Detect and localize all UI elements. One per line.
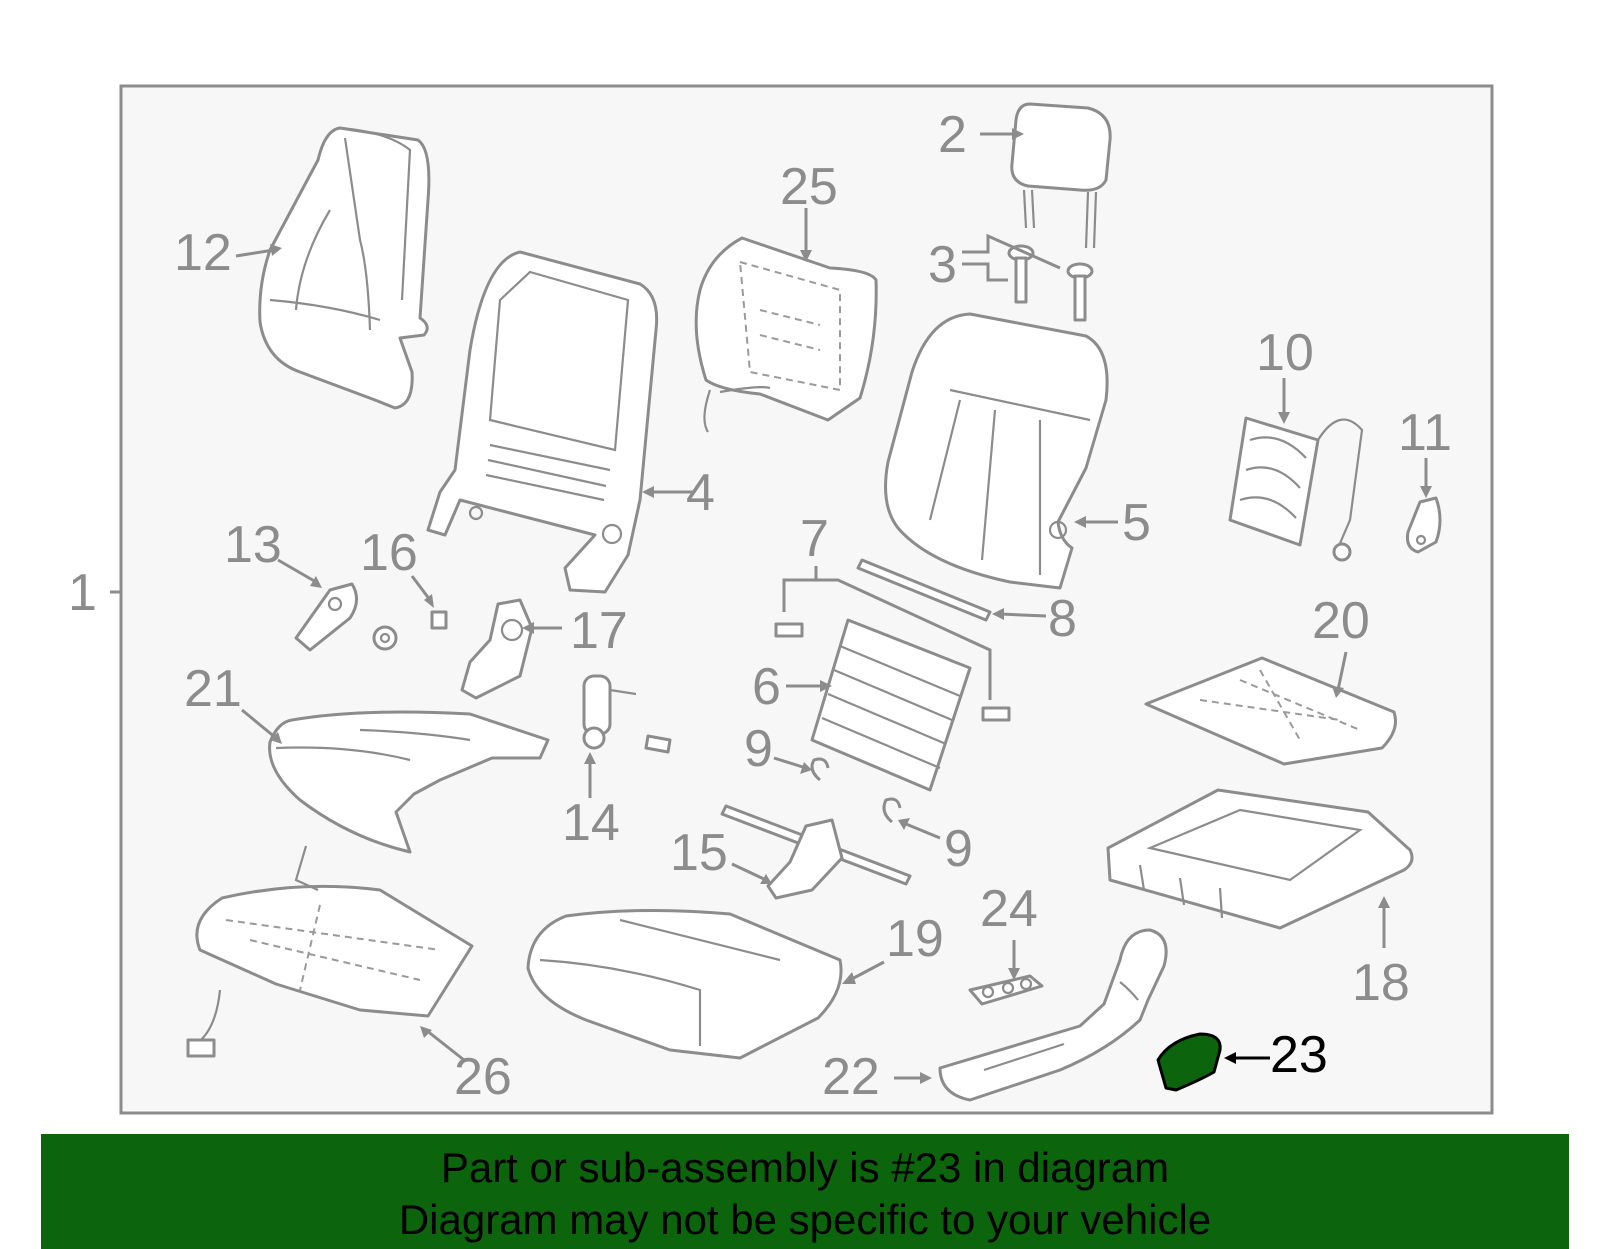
callout-22: 22 [822, 1048, 880, 1106]
part-21-cushion-cover [268, 710, 550, 854]
callout-1: 1 [68, 564, 97, 622]
part-24-clip-set [968, 974, 1044, 1006]
callout-26: 26 [454, 1048, 512, 1106]
part-2-headrest [1010, 102, 1112, 249]
part-23-cover-highlighted [1156, 1032, 1222, 1092]
part-17-recliner-bracket [460, 598, 534, 700]
part-3-headrest-guides [1007, 244, 1094, 322]
banner-line-2: Diagram may not be specific to your vehi… [398, 1196, 1212, 1243]
part-8-rod [856, 558, 992, 622]
callout-18: 18 [1352, 954, 1410, 1012]
callout-8: 8 [1048, 590, 1077, 648]
callout-5: 5 [1122, 494, 1151, 552]
callout-9a: 9 [744, 720, 773, 778]
callout-14: 14 [562, 794, 620, 852]
part-22-side-trim [938, 928, 1168, 1102]
part-5-seat-back-cover-rear [884, 312, 1109, 590]
callout-6: 6 [752, 658, 781, 716]
part-14-motor [582, 674, 672, 754]
callout-labels: 1 2 3 4 5 6 7 8 9 9 10 11 12 13 14 15 16… [68, 106, 1452, 1106]
part-20-seat-heater [1144, 656, 1397, 766]
part-25-seat-back-pad [694, 236, 878, 433]
callout-25: 25 [780, 158, 838, 216]
part-16-nut [372, 610, 448, 651]
callout-9b: 9 [944, 820, 973, 878]
part-18-cushion-frame [1106, 788, 1414, 930]
part-7-springs [774, 622, 1011, 722]
callout-10: 10 [1256, 324, 1314, 382]
callout-23: 23 [1270, 1026, 1328, 1084]
callout-24: 24 [980, 880, 1038, 938]
callout-15: 15 [670, 824, 728, 882]
part-11-clip [1406, 496, 1442, 554]
callout-20: 20 [1312, 592, 1370, 650]
part-13-bracket [294, 582, 358, 652]
callout-2: 2 [938, 106, 967, 164]
callout-19: 19 [886, 910, 944, 968]
banner-line-1: Part or sub-assembly is #23 in diagram [440, 1144, 1170, 1191]
callout-3: 3 [928, 236, 957, 294]
part-4-seat-back-frame [426, 250, 659, 594]
callout-13: 13 [224, 516, 282, 574]
callout-7: 7 [800, 510, 829, 568]
part-9-clips [810, 757, 902, 824]
part-10-lumbar-support [1228, 416, 1364, 562]
leader-lines [110, 128, 1432, 1084]
callout-11: 11 [1398, 404, 1452, 462]
part-19-cushion-pad [526, 908, 843, 1060]
part-6-spring-frame [810, 618, 972, 792]
part-26-heater-pad [186, 845, 474, 1058]
info-banner: Part or sub-assembly is #23 in diagram D… [41, 1134, 1569, 1249]
callout-17: 17 [570, 602, 628, 660]
callout-4: 4 [686, 464, 715, 522]
callout-21: 21 [184, 660, 242, 718]
callout-12: 12 [174, 224, 232, 282]
callout-16: 16 [360, 524, 418, 582]
part-15-recliner-assembly [720, 804, 912, 900]
